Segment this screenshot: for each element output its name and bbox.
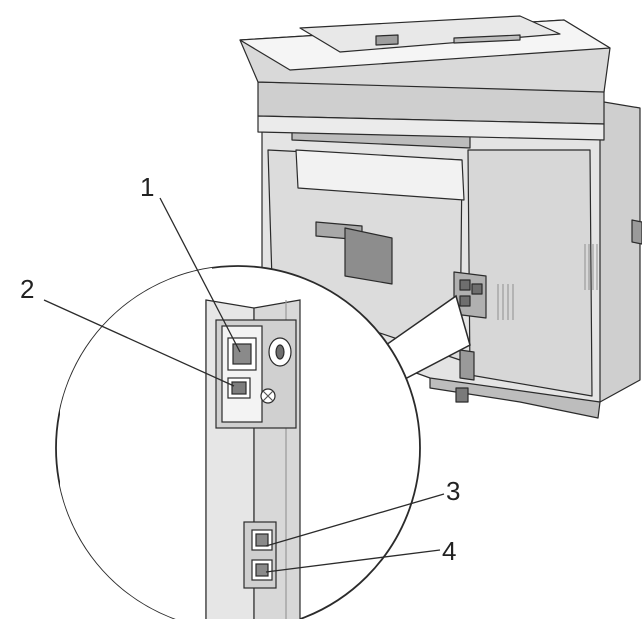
callout-4-leader <box>265 549 441 573</box>
callout-1-label: 1 <box>140 172 154 202</box>
callout-3-leader <box>265 493 445 547</box>
callout-4-label: 4 <box>442 536 456 566</box>
printer-body <box>239 15 642 419</box>
callouts: 1 2 3 4 <box>20 172 460 573</box>
callout-1-leader <box>159 197 241 353</box>
callout-2-label: 2 <box>20 274 34 304</box>
callout-3-label: 3 <box>446 476 460 506</box>
magnifier-circle <box>55 265 421 619</box>
callout-2-leader <box>43 299 235 387</box>
